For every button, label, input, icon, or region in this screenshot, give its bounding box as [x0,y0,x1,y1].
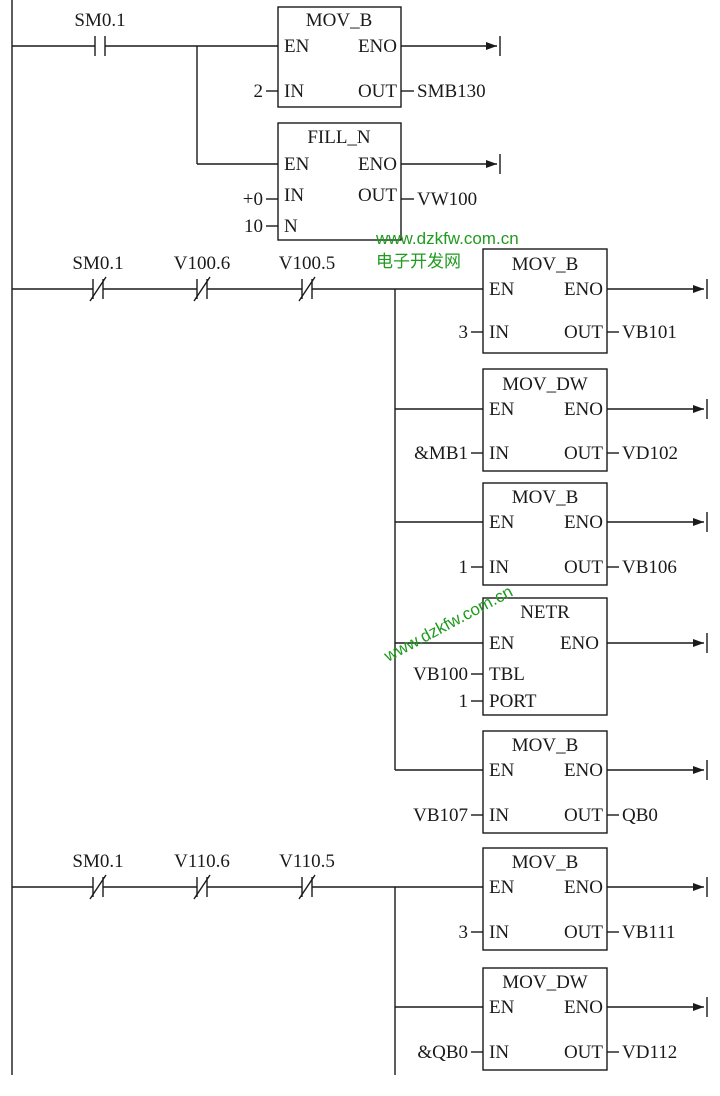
function-block-mov-b: MOV_B EN ENO IN OUT [482,482,608,586]
block-title: MOV_B [512,852,579,873]
function-block-mov-b: MOV_B EN ENO IN OUT [482,847,608,951]
block-title: FILL_N [307,127,371,148]
pin-eno: ENO [564,512,603,533]
operand-in: 3 [459,322,469,343]
operand-out: QB0 [622,805,658,826]
function-block-fill-n: FILL_N EN ENO IN OUT N [277,122,402,241]
pin-en: EN [489,760,515,781]
pin-eno: ENO [564,399,603,420]
pin-eno: ENO [358,36,397,57]
pin-in: IN [489,443,509,464]
operand-out: VB101 [622,322,677,343]
pin-en: EN [489,877,515,898]
pin-en: EN [489,633,515,654]
pin-en: EN [489,279,515,300]
block-title: MOV_B [512,254,579,275]
rung-2: SM0.1 V100.6 V100.5 MOV_B EN ENO IN O [12,248,708,834]
rung-1: SM0.1 MOV_B EN ENO IN OUT 2 SMB130 FILL_… [12,6,501,241]
pin-out: OUT [564,1042,603,1063]
operand-in: &MB1 [414,443,468,464]
function-block-mov-b: MOV_B EN ENO IN OUT [482,248,608,354]
operand-in: 3 [459,922,469,943]
contact-label: V100.6 [174,253,230,274]
pin-en: EN [489,399,515,420]
pin-in: IN [489,922,509,943]
block-title: MOV_DW [502,374,588,395]
operand-out: VD102 [622,443,678,464]
pin-out: OUT [564,443,603,464]
pin-out: OUT [564,922,603,943]
block-title: MOV_B [512,735,579,756]
pin-eno: ENO [564,760,603,781]
rung-3: SM0.1 V110.6 V110.5 MOV_B EN ENO IN OUT [12,847,708,1075]
contact-sm0-1-no [94,36,106,56]
pin-out: OUT [564,805,603,826]
pin-eno: ENO [564,877,603,898]
pin-in: IN [284,81,304,102]
block-title: MOV_B [512,487,579,508]
operand-n: 10 [244,216,263,237]
pin-eno: ENO [560,633,599,654]
operand-out: VD112 [622,1042,677,1063]
operand-out: VB106 [622,557,677,578]
pin-in: IN [489,1042,509,1063]
function-block-netr: NETR EN ENO TBL PORT [482,597,608,716]
operand-in: 2 [254,81,264,102]
pin-in: IN [489,557,509,578]
operand-in: +0 [243,189,263,210]
block-title: NETR [520,602,570,623]
pin-en: EN [284,154,310,175]
pin-n: N [284,216,298,237]
pin-out: OUT [358,185,397,206]
pin-in: IN [489,805,509,826]
contact-label: V110.6 [174,851,230,872]
contact-label: V110.5 [279,851,335,872]
contact-label: SM0.1 [72,253,123,274]
pin-tbl: TBL [489,664,525,685]
operand-port: 1 [459,691,469,712]
contact-label: SM0.1 [74,10,125,31]
block-title: MOV_DW [502,972,588,993]
contact-label: V100.5 [279,253,335,274]
watermark-url: www.dzkfw.com.cn [375,229,519,248]
contact-label: SM0.1 [72,851,123,872]
function-block-mov-b: MOV_B EN ENO IN OUT [482,730,608,834]
operand-in: 1 [459,557,469,578]
operand-tbl: VB100 [413,664,468,685]
pin-out: OUT [564,322,603,343]
pin-eno: ENO [564,997,603,1018]
block-title: MOV_B [306,10,373,31]
pin-port: PORT [489,691,537,712]
pin-en: EN [489,997,515,1018]
operand-in: &QB0 [417,1042,468,1063]
pin-in: IN [489,322,509,343]
pin-eno: ENO [564,279,603,300]
function-block-mov-dw: MOV_DW EN ENO IN OUT [482,967,608,1071]
pin-en: EN [284,36,310,57]
function-block-mov-dw: MOV_DW EN ENO IN OUT [482,368,608,472]
pin-out: OUT [358,81,397,102]
pin-in: IN [284,185,304,206]
operand-out: VW100 [417,189,477,210]
pin-out: OUT [564,557,603,578]
pin-en: EN [489,512,515,533]
operand-out: VB111 [622,922,675,943]
operand-out: SMB130 [417,81,486,102]
watermark-name: 电子开发网 [376,252,461,271]
function-block-mov-b: MOV_B EN ENO IN OUT [277,6,402,108]
pin-eno: ENO [358,154,397,175]
operand-in: VB107 [413,805,468,826]
